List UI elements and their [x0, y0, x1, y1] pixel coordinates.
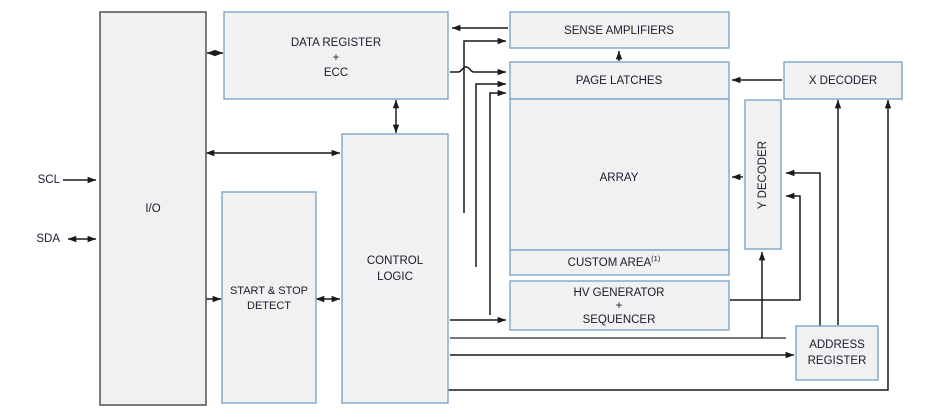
wire-control-logic-to-page-latches-a: [475, 80, 507, 267]
block-data-register-ecc[interactable]: DATA REGISTER + ECC: [223, 11, 449, 100]
block-hv-generator-line2: +: [616, 300, 623, 312]
block-control-logic-line2: LOGIC: [377, 271, 413, 283]
block-address-register[interactable]: ADDRESS REGISTER: [795, 325, 879, 381]
block-start-stop-line1: START & STOP: [230, 285, 308, 297]
block-hv-generator-sequencer[interactable]: HV GENERATOR + SEQUENCER: [509, 280, 730, 331]
block-sense-amplifiers-label: SENSE AMPLIFIERS: [564, 25, 674, 37]
wire-address-register-to-y-decoder-upper: [785, 169, 821, 327]
block-address-register-line2: REGISTER: [808, 355, 867, 367]
block-io-label: I/O: [145, 203, 160, 215]
block-array[interactable]: ARRAY: [509, 98, 730, 251]
block-data-register-line3: ECC: [324, 67, 348, 79]
block-y-decoder-label: Y DECODER: [757, 141, 769, 209]
block-custom-area-text: CUSTOM AREA: [568, 257, 652, 269]
pin-label-scl: SCL: [38, 174, 61, 186]
block-io[interactable]: I/O: [99, 11, 207, 406]
block-array-label: ARRAY: [600, 172, 639, 184]
block-control-logic[interactable]: CONTROL LOGIC: [341, 133, 449, 404]
block-x-decoder-label: X DECODER: [809, 75, 877, 87]
pin-label-sda: SDA: [36, 233, 60, 245]
wire-control-logic-to-page-latches-b: [489, 89, 507, 315]
wire-data-register-to-page-latches: [450, 66, 507, 76]
wire-control-logic-to-sense-amp: [463, 37, 507, 213]
wire-control-logic-to-x-decoder-bus: [446, 99, 892, 391]
block-custom-area-label: CUSTOM AREA(1): [568, 254, 661, 269]
block-sense-amplifiers[interactable]: SENSE AMPLIFIERS: [509, 11, 730, 49]
block-data-register-line2: +: [333, 52, 340, 64]
wire-hv-generator-to-y-decoder: [730, 192, 801, 301]
block-custom-area-footnote: (1): [651, 254, 661, 263]
block-page-latches[interactable]: PAGE LATCHES: [509, 61, 730, 100]
block-address-register-line1: ADDRESS: [809, 339, 865, 351]
block-hv-generator-line3: SEQUENCER: [583, 314, 656, 326]
block-custom-area[interactable]: CUSTOM AREA(1): [509, 249, 730, 276]
block-y-decoder[interactable]: Y DECODER: [744, 99, 782, 250]
block-start-stop-line2: DETECT: [247, 300, 291, 312]
block-x-decoder[interactable]: X DECODER: [783, 61, 903, 100]
block-page-latches-label: PAGE LATCHES: [576, 75, 663, 87]
block-data-register-line1: DATA REGISTER: [291, 37, 381, 49]
block-start-stop-detect[interactable]: START & STOP DETECT: [221, 191, 317, 404]
block-hv-generator-line1: HV GENERATOR: [574, 287, 665, 299]
block-control-logic-line1: CONTROL: [367, 255, 424, 267]
